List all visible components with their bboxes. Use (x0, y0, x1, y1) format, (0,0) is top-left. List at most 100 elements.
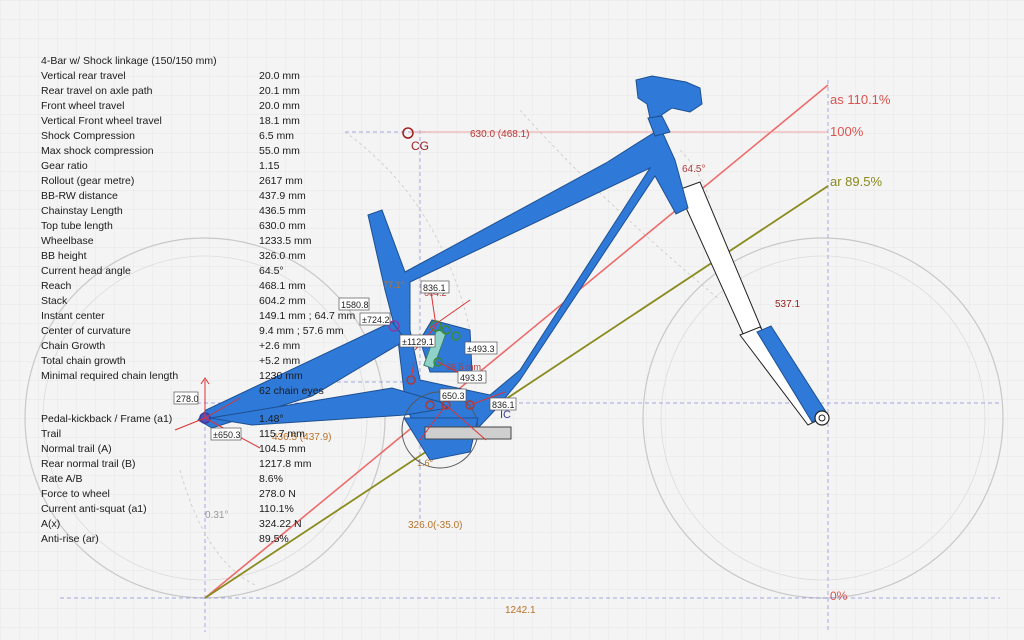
parameter-value: 9.4 mm ; 57.6 mm (259, 325, 344, 337)
fork (677, 181, 830, 426)
parameter-value: 20.0 mm (259, 70, 300, 82)
parameter-value: 8.6% (259, 473, 283, 485)
parameter-row: Instant center 149.1 mm ; 64.7 mm (41, 310, 371, 325)
parameter-label: Chain Growth (41, 340, 106, 352)
parameter-value: 1230 mm (259, 370, 303, 382)
parameter-label: Vertical rear travel (41, 70, 126, 82)
linkage-title: 4-Bar w/ Shock linkage (150/150 mm) (41, 55, 371, 70)
parameter-label: Normal trail (A) (41, 443, 112, 455)
parameter-value: 55.0 mm (259, 145, 300, 157)
parameter-value: +2.6 mm (259, 340, 301, 352)
parameter-value: 20.1 mm (259, 85, 300, 97)
parameter-row: Rear normal trail (B)1217.8 mm (41, 458, 371, 473)
parameter-value: 437.9 mm (259, 190, 306, 202)
parameter-row: Total chain growth+5.2 mm (41, 355, 371, 370)
parameter-row: Front wheel travel 20.0 mm (41, 100, 371, 115)
shock-body (424, 426, 512, 440)
anti-squat-line (204, 84, 829, 599)
parameter-row: Rollout (gear metre) 2617 mm (41, 175, 371, 190)
construction-arcs (179, 109, 721, 586)
parameter-label: A(x) (41, 518, 61, 530)
parameter-group-a: Vertical rear travel 20.0 mm Rear travel o… (41, 70, 371, 400)
box-36-5mm: 36.5 mm (446, 362, 481, 372)
box-1580: 1580.8 (341, 300, 369, 310)
box-836a: 836.1 (423, 283, 446, 293)
parameter-label: Wheelbase (41, 235, 94, 247)
parameter-row: A(x)324.22 N (41, 518, 371, 533)
parameter-value: 2617 mm (259, 175, 303, 187)
box-836b: 836.1 (492, 400, 515, 410)
parameter-list: 4-Bar w/ Shock linkage (150/150 mm) Vert… (41, 55, 371, 548)
parameter-row: BB-RW distance 437.9 mm (41, 190, 371, 205)
parameter-value: 62 chain eyes (259, 385, 324, 397)
parameter-value: 436.5 mm (259, 205, 306, 217)
parameter-value: +5.2 mm (259, 355, 301, 367)
parameter-row: Pedal-kickback / Frame (a1)1.48° (41, 413, 371, 428)
ic-label: IC (500, 409, 511, 421)
parameter-value: 1.15 (259, 160, 280, 172)
wheelbase-dimension: 1242.1 (505, 605, 536, 616)
parameter-value: 326.0 mm (259, 250, 306, 262)
parameter-label: Front wheel travel (41, 100, 125, 112)
parameter-value: 604.2 mm (259, 295, 306, 307)
cg-marker (402, 127, 414, 139)
parameter-label: Chainstay Length (41, 205, 123, 217)
parameter-label: Vertical Front wheel travel (41, 115, 162, 127)
parameter-label: Stack (41, 295, 68, 307)
parameter-label: Rollout (gear metre) (41, 175, 135, 187)
parameter-value: 18.1 mm (259, 115, 300, 127)
box-650a: 650.3 (442, 391, 465, 401)
head-angle-label: 64.5° (682, 164, 705, 175)
parameter-row: Shock Compression 6.5 mm (41, 130, 371, 145)
rear-angle-label: 0.31° (205, 510, 228, 521)
parameter-value: 64.5° (259, 265, 284, 277)
parameter-value: 104.5 mm (259, 443, 306, 455)
parameter-value: 149.1 mm ; 64.7 mm (259, 310, 356, 322)
box-493a: ±493.3 (467, 344, 494, 354)
top-tube-dimension: 630.0 (468.1) (470, 129, 530, 140)
box-1129: ±1129.1 (402, 337, 434, 347)
box-278: 278.0 (176, 394, 199, 404)
parameter-value: 6.5 mm (259, 130, 295, 142)
cg-label: CG (411, 139, 429, 153)
parameter-label: Anti-rise (ar) (41, 533, 99, 545)
box-493b: 493.3 (460, 373, 483, 383)
parameter-label: Rear travel on axle path (41, 85, 153, 97)
parameter-label: Instant center (41, 310, 105, 322)
parameter-label: BB-RW distance (41, 190, 118, 202)
parameter-value: 1.48° (259, 413, 284, 425)
parameter-label: Shock Compression (41, 130, 135, 142)
chainstay-dimension: 436.5 (437.9) (272, 432, 332, 443)
parameter-row: Chainstay Length 436.5 mm (41, 205, 371, 220)
bb-height-dimension: 326.0(-35.0) (408, 520, 462, 531)
parameter-row: Vertical rear travel 20.0 mm (41, 70, 371, 85)
parameter-row: Current anti-squat (a1)110.1% (41, 503, 371, 518)
parameter-value: 20.0 mm (259, 100, 300, 112)
parameter-label: Rear normal trail (B) (41, 458, 136, 470)
parameter-value: 89.5% (259, 533, 289, 545)
pct100-label: 100% (830, 124, 864, 139)
pct0-label: 0% (830, 589, 848, 603)
box-650b: ±650.3 (213, 430, 240, 440)
parameter-row: Stack 604.2 mm (41, 295, 371, 310)
parameter-label: Force to wheel (41, 488, 110, 500)
parameter-row: Chain Growth +2.6 mm (41, 340, 371, 355)
parameter-label: BB height (41, 250, 87, 262)
as-label: as 110.1% (830, 92, 891, 107)
parameter-label: Trail (41, 428, 62, 440)
parameter-label: Center of curvature (41, 325, 131, 337)
parameter-row: Anti-rise (ar) 89.5% (41, 533, 371, 548)
parameter-label: Top tube length (41, 220, 113, 232)
